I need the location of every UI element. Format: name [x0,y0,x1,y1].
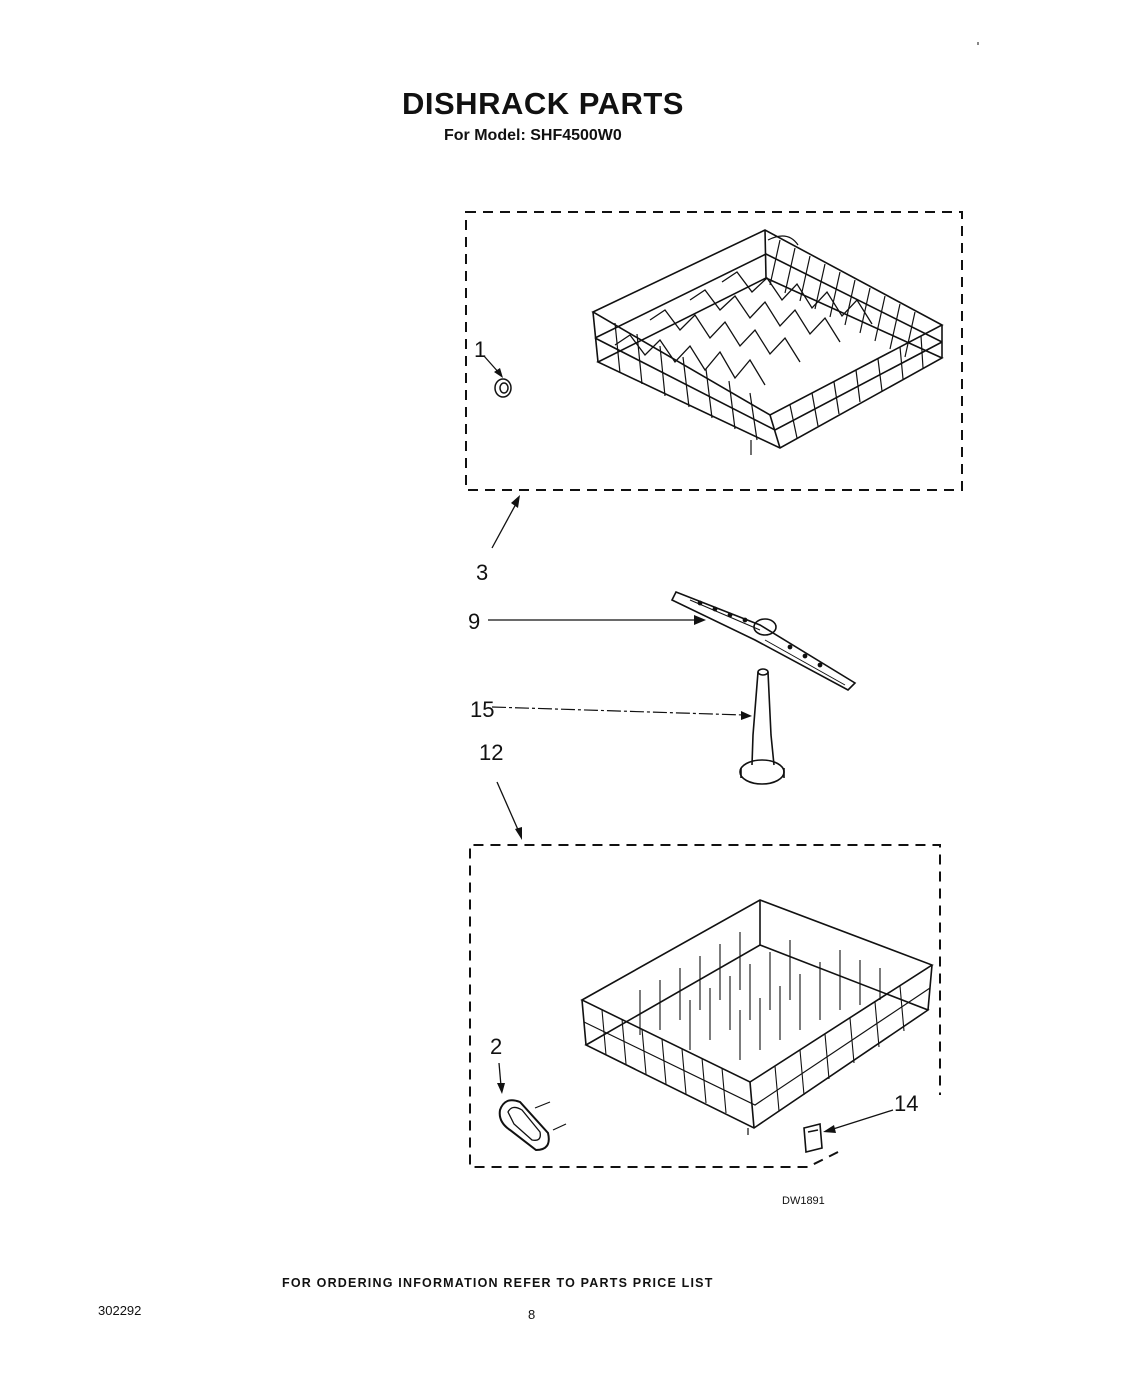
upper-dishrack-drawing [591,229,944,455]
callout-14-leader [829,1109,894,1131]
callout-15-label: 15 [470,697,494,722]
callout-15-leader [491,706,745,716]
part-1-rack-wheel [494,378,512,398]
lower-dishrack-drawing [580,899,934,1135]
callout-12-label: 12 [479,740,503,765]
callout-3-leader [491,501,518,549]
document-number: 302292 [98,1303,142,1318]
model-subtitle: For Model: SHF4500W0 [444,127,622,144]
callout-2-arrowhead [497,1083,505,1094]
callout-3-arrowhead [511,495,520,508]
callout-15-arrowhead [741,711,752,720]
callout-1-arrowhead [494,368,503,378]
callout-14-arrowhead [823,1125,836,1133]
callout-12-arrowhead [515,827,522,840]
page-title: DISHRACK PARTS [402,86,684,121]
callout-1-label: 1 [474,337,486,362]
part-9-spray-arm [670,590,857,691]
part-15-spray-tower [739,668,785,785]
callout-3-label: 3 [476,560,488,585]
callout-9-label: 9 [468,609,480,634]
ordering-note: FOR ORDERING INFORMATION REFER TO PARTS … [282,1276,714,1290]
lower-rack-assembly-box [469,844,941,1168]
drawing-code: DW1891 [782,1195,825,1207]
callout-9-arrowhead [694,615,706,625]
callout-14-label: 14 [894,1091,918,1116]
part-2-wheel-bracket [498,1099,567,1152]
upper-rack-assembly-box [465,211,963,491]
callout-12-leader [496,781,520,833]
page-number: 8 [528,1307,536,1322]
callout-2-leader [498,1062,502,1087]
part-14-rack-clip [803,1122,823,1154]
callout-2-label: 2 [490,1034,502,1059]
